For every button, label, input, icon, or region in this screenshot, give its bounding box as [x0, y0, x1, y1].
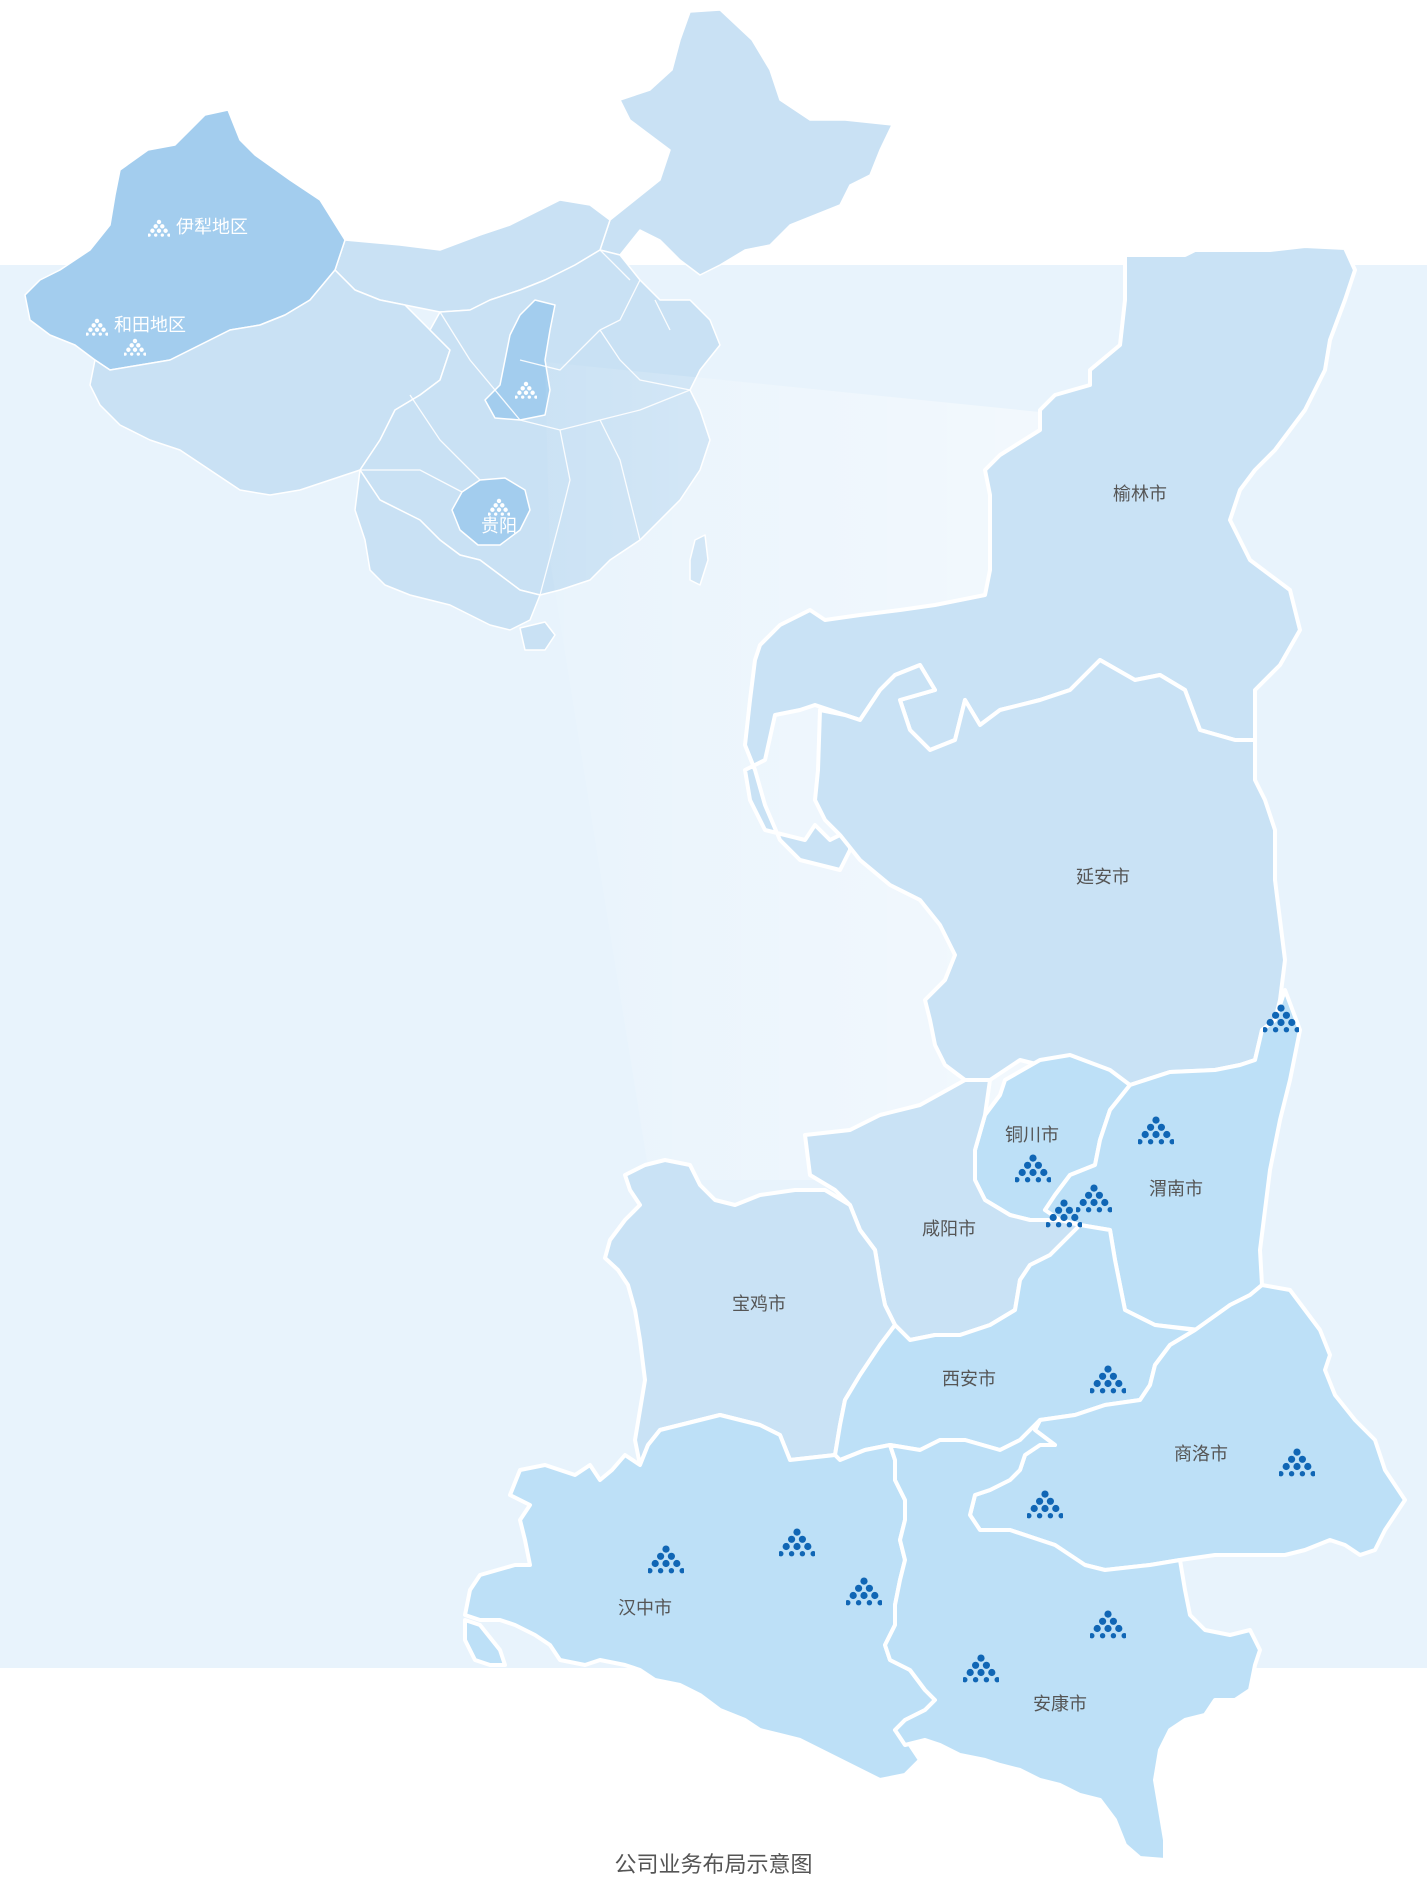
china-guizhou [451, 477, 531, 546]
city-hanzhong-tip [463, 1618, 507, 1667]
map-caption: 公司业务布局示意图 [614, 1853, 813, 1878]
label-yanan: 延安市 [1076, 867, 1130, 888]
label-hanzhong: 汉中市 [618, 1598, 672, 1619]
label-tongchuan: 铜川市 [1005, 1125, 1059, 1146]
label-baoji: 宝鸡市 [732, 1294, 786, 1315]
city-hanzhong [463, 1413, 937, 1782]
china-northeast [599, 9, 893, 276]
label-ankang: 安康市 [1033, 1694, 1087, 1715]
china-hainan [519, 621, 556, 651]
city-yanan [813, 658, 1287, 1087]
china-southwest [354, 469, 541, 631]
label-yulin: 榆林市 [1113, 484, 1167, 505]
zoom-beam [545, 362, 1040, 1180]
label-xianyang: 咸阳市 [922, 1219, 976, 1240]
china-label-hetian: 和田地区 [114, 315, 186, 336]
china-label-yili: 伊犁地区 [176, 217, 248, 238]
label-xian: 西安市 [942, 1369, 996, 1390]
label-shangluo: 商洛市 [1174, 1444, 1228, 1465]
city-ankang [883, 1418, 1262, 1862]
label-weinan: 渭南市 [1149, 1179, 1203, 1200]
china-label-guiyang: 贵阳 [481, 516, 517, 537]
shaanxi-city-map: 榆林市 延安市 铜川市 渭南市 咸阳市 宝鸡市 西安市 商洛市 汉中市 安康市 [463, 244, 1407, 1862]
china-overview-map: 伊犁地区 和田地区 贵阳 [24, 9, 1040, 1180]
